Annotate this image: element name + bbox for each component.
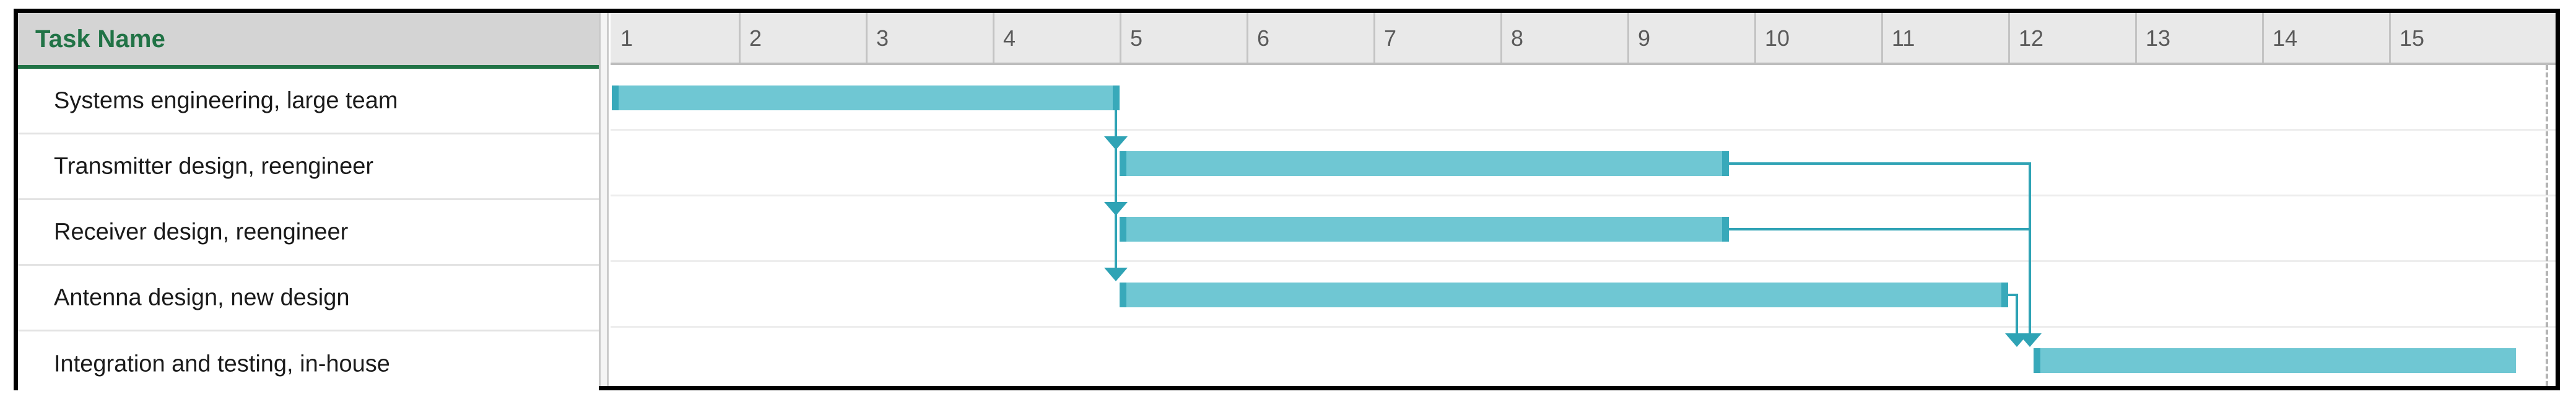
timeline-tick-label: 15 [2400,25,2425,51]
timeline-tick-label: 9 [1638,25,1651,51]
timeline-tick-label: 7 [1384,25,1397,51]
timeline-tick: 4 [993,13,1120,63]
timeline-tick: 6 [1247,13,1373,63]
task-name-header-label: Task Name [35,25,166,53]
gantt-bar-start-cap [2034,348,2040,373]
gantt-bar-start-cap [1120,151,1126,176]
task-row-label: Transmitter design, reengineer [54,153,374,179]
timeline-tick-label: 13 [2146,25,2171,51]
gantt-bar-start-cap [612,86,619,110]
timeline-tick-label: 10 [1765,25,1790,51]
timeline-tick: 5 [1120,13,1247,63]
task-row[interactable]: Transmitter design, reengineer [18,134,599,200]
gantt-bar-end-cap [1722,151,1729,176]
timeline-tick: 3 [866,13,993,63]
task-row-label: Receiver design, reengineer [54,219,349,245]
task-row[interactable]: Receiver design, reengineer [18,200,599,266]
timeline-tick-label: 8 [1511,25,1524,51]
gantt-bar[interactable] [612,86,1120,110]
task-row[interactable]: Systems engineering, large team [18,69,599,134]
timeline-clip-marker [2546,65,2548,386]
timeline-tick-label: 3 [876,25,889,51]
timeline-tick-label: 14 [2273,25,2298,51]
task-row-label: Antenna design, new design [54,284,350,310]
gantt-bar-start-cap [1120,217,1126,242]
gantt-bar[interactable] [1120,283,2008,307]
gantt-bar[interactable] [2034,348,2516,373]
timeline-tick: 12 [2008,13,2135,63]
task-row-label: Systems engineering, large team [54,87,398,113]
timeline-tick: 8 [1500,13,1627,63]
timeline-tick: 14 [2262,13,2389,63]
timeline-tick-label: 1 [620,25,633,51]
timeline-tick: 15 [2389,13,2516,63]
timeline-tick: 13 [2135,13,2262,63]
timeline-tick: 9 [1627,13,1754,63]
gantt-bar-end-cap [1722,217,1729,242]
timeline-tick-label: 12 [2019,25,2044,51]
timeline-tick: 11 [1881,13,2008,63]
gantt-bar-end-cap [1113,86,1120,110]
timeline-tick: 7 [1373,13,1500,63]
task-name-column: Task Name Systems engineering, large tea… [18,13,599,397]
timeline-tick-label: 6 [1257,25,1270,51]
timeline-row[interactable] [611,262,2556,328]
timeline-row[interactable] [611,65,2556,131]
column-splitter[interactable] [599,13,609,386]
timeline-row[interactable] [611,196,2556,262]
timeline-body [611,65,2556,386]
timeline-row[interactable] [611,131,2556,196]
timeline-tick-label: 5 [1130,25,1143,51]
gantt-bar[interactable] [1120,151,1729,176]
task-row-label: Integration and testing, in-house [54,351,390,377]
timeline-tick-label: 2 [749,25,762,51]
gantt-bar[interactable] [1120,217,1729,242]
task-row[interactable]: Integration and testing, in-house [18,331,599,397]
timeline-tick-label: 11 [1892,25,1915,51]
task-header-accent-rule [18,65,599,69]
task-row[interactable]: Antenna design, new design [18,266,599,331]
gantt-bar-end-cap [2001,283,2008,307]
task-name-column-header[interactable]: Task Name [18,13,599,65]
timeline-tick: 10 [1754,13,1881,63]
timeline-tick-label: 4 [1003,25,1016,51]
timeline-tick: 2 [739,13,866,63]
gantt-bar-start-cap [1120,283,1126,307]
timeline-tick: 1 [612,13,739,63]
